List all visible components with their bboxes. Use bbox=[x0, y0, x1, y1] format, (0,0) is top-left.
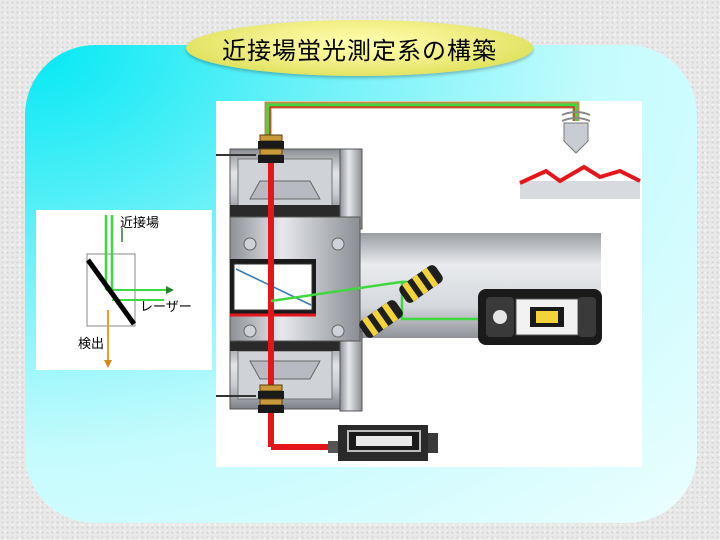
beam-splitter-upper bbox=[399, 265, 443, 303]
lower-objective-housing bbox=[229, 330, 363, 412]
inset-schematic: 近接場 レーザー 検出 bbox=[36, 210, 212, 370]
laser-arrow-icon bbox=[166, 286, 174, 294]
laser-source bbox=[328, 425, 438, 461]
title-badge: 近接場蛍光測定系の構築 bbox=[186, 20, 533, 76]
fiber-connector bbox=[561, 111, 591, 154]
label-near-field: 近接場 bbox=[120, 215, 159, 231]
spectrum-display bbox=[519, 164, 641, 199]
label-detection: 検出 bbox=[78, 337, 104, 352]
upper-objective-housing bbox=[229, 148, 363, 230]
beam-splitter-lower bbox=[359, 300, 403, 338]
page-title: 近接場蛍光測定系の構築 bbox=[222, 36, 497, 65]
ccd-detector bbox=[478, 289, 602, 345]
optical-fiber bbox=[264, 101, 580, 135]
setup-diagram bbox=[216, 101, 642, 467]
detection-arrow-icon bbox=[104, 360, 112, 368]
sample-mirror bbox=[85, 258, 137, 326]
upper-fiber-coupler bbox=[258, 134, 284, 163]
sample-stage bbox=[229, 216, 361, 342]
lower-fiber-coupler bbox=[258, 384, 284, 413]
label-laser: レーザー bbox=[140, 300, 192, 315]
